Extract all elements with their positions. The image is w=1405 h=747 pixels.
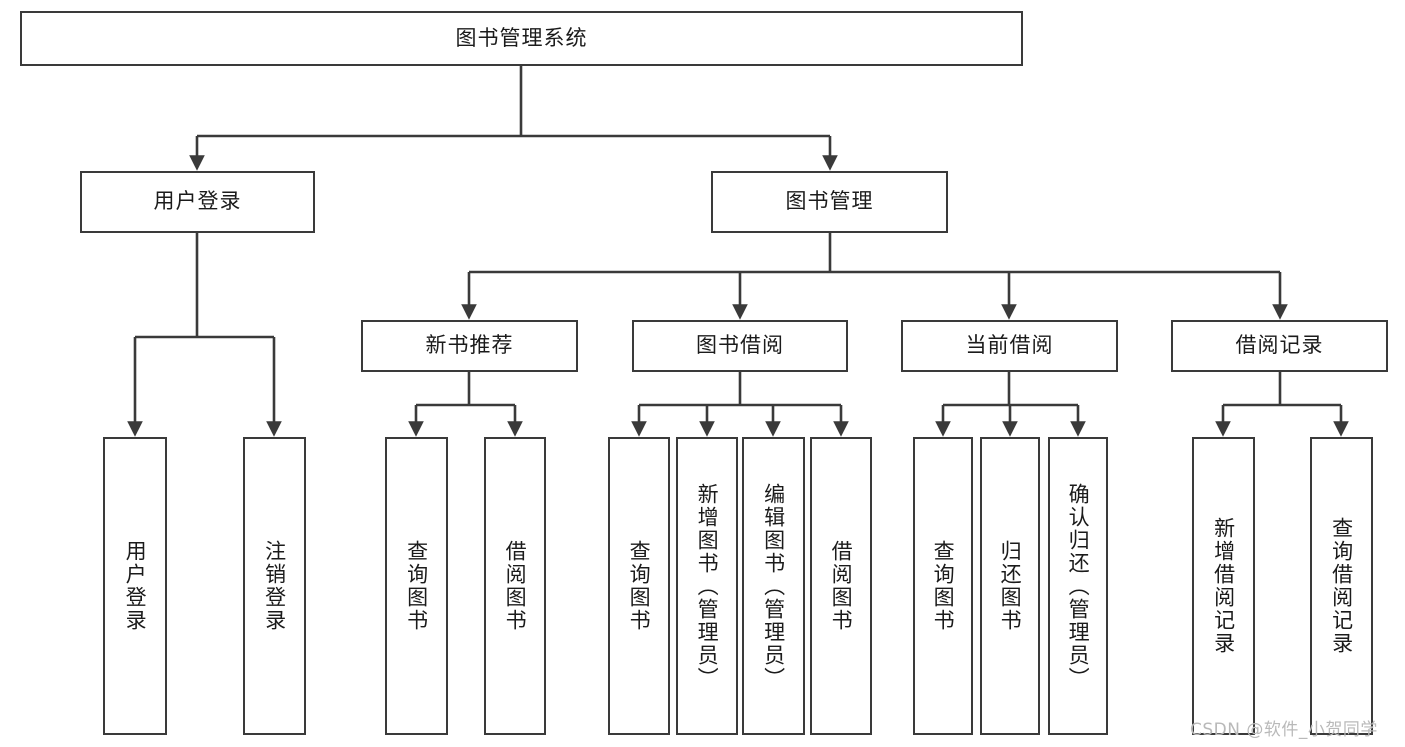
watermark-text: CSDN @软件_小贺同学	[1190, 720, 1378, 740]
node-label: 确认归还（管理员）	[1066, 482, 1091, 690]
node-leaf-edit-book-admin[interactable]: 编辑图书（管理员）	[742, 437, 805, 735]
node-book-management[interactable]: 图书管理	[711, 171, 948, 233]
node-book-management-system[interactable]: 图书管理系统	[20, 11, 1023, 66]
node-borrowing-records[interactable]: 借阅记录	[1171, 320, 1388, 372]
node-label: 查询图书	[931, 540, 956, 632]
node-label: 用户登录	[123, 540, 148, 632]
node-label: 查询图书	[627, 540, 652, 632]
node-label: 查询图书	[404, 540, 429, 632]
node-label: 图书管理系统	[455, 25, 588, 50]
node-label: 新书推荐	[425, 333, 514, 358]
node-leaf-borrow-book[interactable]: 借阅图书	[810, 437, 872, 735]
node-leaf-add-book-admin[interactable]: 新增图书（管理员）	[676, 437, 738, 735]
node-label: 图书管理	[785, 189, 874, 214]
node-leaf-add-borrow-record[interactable]: 新增借阅记录	[1192, 437, 1255, 735]
node-label: 编辑图书（管理员）	[761, 482, 786, 690]
node-label: 新增图书（管理员）	[695, 482, 720, 690]
node-leaf-confirm-return-admin[interactable]: 确认归还（管理员）	[1048, 437, 1108, 735]
node-leaf-query-book-recommend[interactable]: 查询图书	[385, 437, 448, 735]
node-leaf-borrow-book-recommend[interactable]: 借阅图书	[484, 437, 546, 735]
node-label: 借阅图书	[829, 540, 854, 632]
node-label: 新增借阅记录	[1211, 517, 1236, 655]
node-book-borrowing[interactable]: 图书借阅	[632, 320, 848, 372]
node-leaf-logout[interactable]: 注销登录	[243, 437, 306, 735]
node-label: 查询借阅记录	[1329, 517, 1354, 655]
node-label: 用户登录	[153, 189, 242, 214]
node-current-borrowing[interactable]: 当前借阅	[901, 320, 1118, 372]
node-label: 图书借阅	[696, 333, 784, 358]
node-new-book-recommendation[interactable]: 新书推荐	[361, 320, 578, 372]
node-user-login[interactable]: 用户登录	[80, 171, 315, 233]
node-leaf-query-borrow-record[interactable]: 查询借阅记录	[1310, 437, 1373, 735]
node-label: 归还图书	[998, 540, 1023, 632]
node-label: 注销登录	[262, 540, 287, 632]
node-leaf-query-book-borrow[interactable]: 查询图书	[608, 437, 670, 735]
node-label: 当前借阅	[965, 333, 1054, 358]
node-label: 借阅图书	[503, 540, 528, 632]
node-leaf-user-login[interactable]: 用户登录	[103, 437, 167, 735]
node-label: 借阅记录	[1235, 333, 1324, 358]
node-leaf-query-book-current[interactable]: 查询图书	[913, 437, 973, 735]
node-leaf-return-book[interactable]: 归还图书	[980, 437, 1040, 735]
